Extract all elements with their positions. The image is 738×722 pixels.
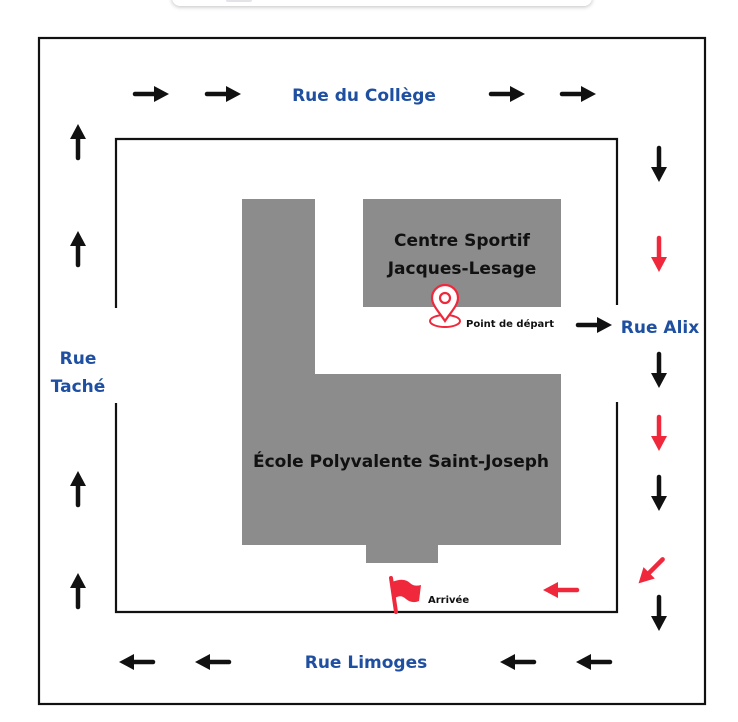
map-border bbox=[37, 36, 707, 706]
sports-center-label-line1: Centre Sportif bbox=[394, 231, 530, 251]
arrow-icon-south-9 bbox=[195, 654, 232, 670]
arrow-icon-east-15 bbox=[651, 414, 667, 451]
toolbar-handle bbox=[226, 0, 252, 2]
direction-arrows bbox=[70, 86, 667, 670]
street-label-west-line2: Taché bbox=[51, 377, 106, 397]
street-label-north: Rue du Collège bbox=[292, 86, 436, 106]
arrow-icon-north-0 bbox=[132, 86, 169, 102]
school-label: École Polyvalente Saint-Joseph bbox=[253, 450, 549, 472]
block-outline-top bbox=[114, 137, 619, 308]
street-label-east: Rue Alix bbox=[621, 318, 699, 338]
street-label-south: Rue Limoges bbox=[305, 653, 428, 673]
arrow-icon-north-2 bbox=[488, 86, 525, 102]
arrow-icon-east-16 bbox=[651, 474, 667, 511]
top-toolbar bbox=[172, 0, 592, 6]
arrow-icon-north-1 bbox=[204, 86, 241, 102]
arrow-icon-east-17 bbox=[651, 594, 667, 631]
arrow-icon-west-5 bbox=[70, 231, 86, 268]
sports-center-building bbox=[363, 199, 561, 307]
arrow-icon-south-8 bbox=[119, 654, 156, 670]
arrow-icon-west-7 bbox=[70, 573, 86, 610]
arrow-icon-route-diagonal-19 bbox=[638, 557, 665, 584]
street-label-west-line1: Rue bbox=[60, 349, 97, 369]
arrow-icon-east-14 bbox=[651, 351, 667, 388]
flag-icon bbox=[389, 576, 421, 614]
arrow-icon-west-4 bbox=[70, 124, 86, 161]
map-pin-icon bbox=[429, 283, 461, 328]
arrow-icon-north-3 bbox=[559, 86, 596, 102]
arrow-icon-west-6 bbox=[70, 471, 86, 508]
start-label: Point de départ bbox=[466, 318, 554, 330]
arrow-icon-start-exit-18 bbox=[575, 317, 612, 333]
arrow-icon-route-finish-20 bbox=[543, 582, 580, 598]
arrow-icon-south-10 bbox=[500, 654, 537, 670]
arrow-icon-south-11 bbox=[576, 654, 613, 670]
school-building bbox=[242, 199, 561, 563]
arrow-icon-east-13 bbox=[651, 235, 667, 272]
arrow-icon-east-12 bbox=[651, 145, 667, 182]
sports-center-label-line2: Jacques-Lesage bbox=[387, 259, 537, 279]
block-outline-bottom bbox=[114, 402, 619, 614]
finish-label: Arrivée bbox=[428, 594, 469, 606]
